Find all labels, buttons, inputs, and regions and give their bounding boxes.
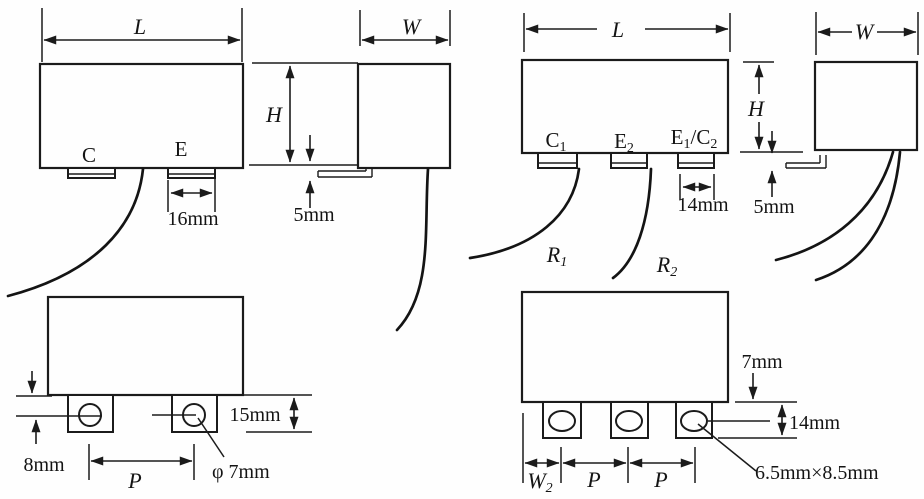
left-side-body [356,62,452,170]
right-front-body [520,58,730,155]
terminal-label-e2: E2 [614,129,634,156]
length-label: L [611,17,624,42]
terminal-label-c: C [82,143,96,167]
width-label: W [402,14,422,39]
pad-width-value: 14mm [677,194,729,216]
lead-wire [814,150,902,282]
pad-c1 [537,152,578,169]
width-label: W [855,19,875,44]
pitch-label: P [586,467,600,492]
mounting-hole [615,410,643,432]
hole-offset-value: 8mm [23,454,65,476]
pitch-label: P [127,468,141,493]
terminal-label-e: E [175,137,188,161]
mounting-hole [548,410,576,432]
pitch-label: P [653,467,667,492]
leader-line [697,423,757,472]
lead-wire-r1 [468,167,581,260]
height-label: H [747,96,765,121]
hole-diameter-value: φ 7mm [212,461,270,483]
wire-label-r1: R1 [546,242,567,270]
standoff-value: 5mm [293,204,335,226]
pad-c [67,167,116,179]
tab-height-value: 14mm [789,412,841,434]
pad-e [167,167,216,179]
lead-wire-r2 [611,167,653,280]
left-front-body [38,62,245,170]
mounting-hole [78,403,102,427]
edge-offset-label: W2 [527,468,552,496]
right-bottom-view: 7mm 14mm 6.5mm×8.5mm W2 P P [520,290,879,496]
standoff-value: 5mm [753,196,795,218]
tab-height-value: 15mm [229,404,281,426]
left-front-view: L C E 16mm H 5mm [6,8,370,298]
bent-lead [317,168,373,178]
left-bottom-body [46,295,245,397]
hole-size-value: 6.5mm×8.5mm [755,462,879,484]
terminal-label-c1: C1 [545,128,566,155]
length-label: L [133,14,146,39]
pad-width-value: 16mm [167,208,219,230]
wire-label-r2: R2 [656,252,677,280]
pad-e1c2 [677,152,715,169]
left-side-view: W [317,10,452,332]
bent-lead [785,155,827,169]
pad-e2 [610,152,648,169]
right-bottom-body [520,290,730,404]
height-label: H [265,102,283,127]
lead-wire [395,167,430,332]
lead-wire [6,167,145,298]
left-bottom-view: 8mm 15mm P φ 7mm [16,295,312,493]
body-lip-value: 7mm [741,351,783,373]
terminal-label-e1c2: E1/C2 [671,125,718,152]
leader-line [197,417,225,458]
right-side-body [813,60,919,152]
right-side-view: W [774,12,919,282]
right-front-view: L C1 E2 E1/C2 14mm H 5mm R1 R2 [468,13,803,280]
lead-wire [774,150,895,262]
